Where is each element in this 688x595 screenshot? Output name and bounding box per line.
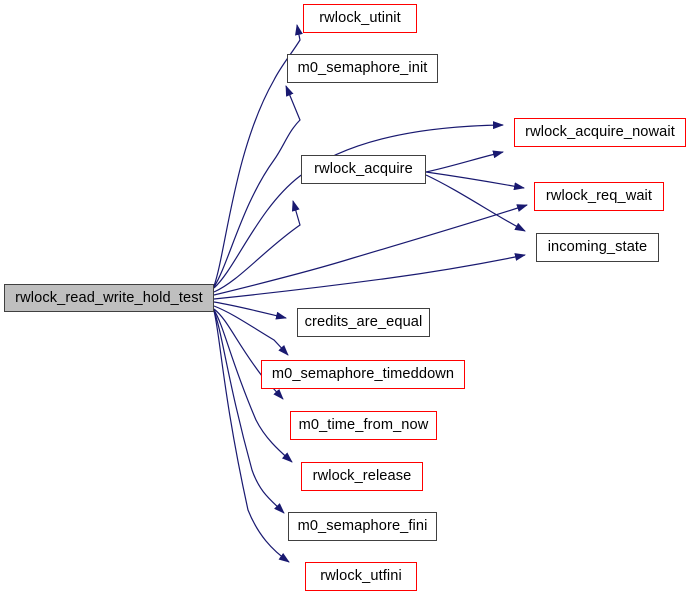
graph-node-label: incoming_state [547, 239, 648, 256]
graph-node-label: rwlock_read_write_hold_test [15, 289, 203, 306]
graph-node-credits_are_equal[interactable]: credits_are_equal [297, 308, 430, 337]
graph-edge [213, 204, 528, 296]
graph-node-root[interactable]: rwlock_read_write_hold_test [4, 284, 214, 312]
graph-edge [425, 150, 504, 173]
graph-edge [213, 85, 301, 288]
graph-node-label: rwlock_acquire [314, 161, 413, 178]
graph-node-label: m0_semaphore_init [297, 60, 428, 77]
graph-edge [213, 24, 303, 287]
graph-edge [213, 309, 293, 463]
graph-edge [425, 171, 525, 191]
graph-node-label: rwlock_utinit [319, 10, 401, 27]
graph-node-incoming_state[interactable]: incoming_state [536, 233, 659, 262]
graph-node-label: rwlock_release [312, 468, 412, 485]
graph-edge [213, 121, 504, 289]
graph-edge [213, 301, 287, 320]
graph-node-label: m0_semaphore_timeddown [271, 366, 455, 383]
graph-node-rwlock_utinit[interactable]: rwlock_utinit [303, 4, 417, 33]
graph-edge [213, 308, 284, 400]
graph-node-rwlock_req_wait[interactable]: rwlock_req_wait [534, 182, 664, 211]
graph-edge [213, 310, 290, 563]
graph-node-label: m0_semaphore_fini [297, 518, 428, 535]
graph-node-rwlock_utfini[interactable]: rwlock_utfini [305, 562, 417, 591]
graph-node-label: rwlock_req_wait [545, 188, 653, 205]
graph-node-label: m0_time_from_now [298, 417, 429, 434]
graph-edge [213, 310, 285, 514]
graph-node-m0_semaphore_init[interactable]: m0_semaphore_init [287, 54, 438, 83]
graph-node-label: credits_are_equal [304, 314, 423, 331]
graph-node-label: rwlock_utfini [320, 568, 402, 585]
graph-node-m0_time_from_now[interactable]: m0_time_from_now [290, 411, 437, 440]
graph-node-label: rwlock_acquire_nowait [525, 124, 675, 141]
graph-edge [213, 305, 289, 356]
graph-node-m0_semaphore_fini[interactable]: m0_semaphore_fini [288, 512, 437, 541]
graph-edge [213, 253, 526, 300]
graph-edge [425, 174, 526, 232]
graph-node-m0_semaphore_timeddown[interactable]: m0_semaphore_timeddown [261, 360, 465, 389]
graph-edge [213, 200, 301, 293]
graph-node-rwlock_release[interactable]: rwlock_release [301, 462, 423, 491]
graph-node-rwlock_acquire[interactable]: rwlock_acquire [301, 155, 426, 184]
graph-node-rwlock_acquire_nowait[interactable]: rwlock_acquire_nowait [514, 118, 686, 147]
edge-group [213, 24, 528, 563]
